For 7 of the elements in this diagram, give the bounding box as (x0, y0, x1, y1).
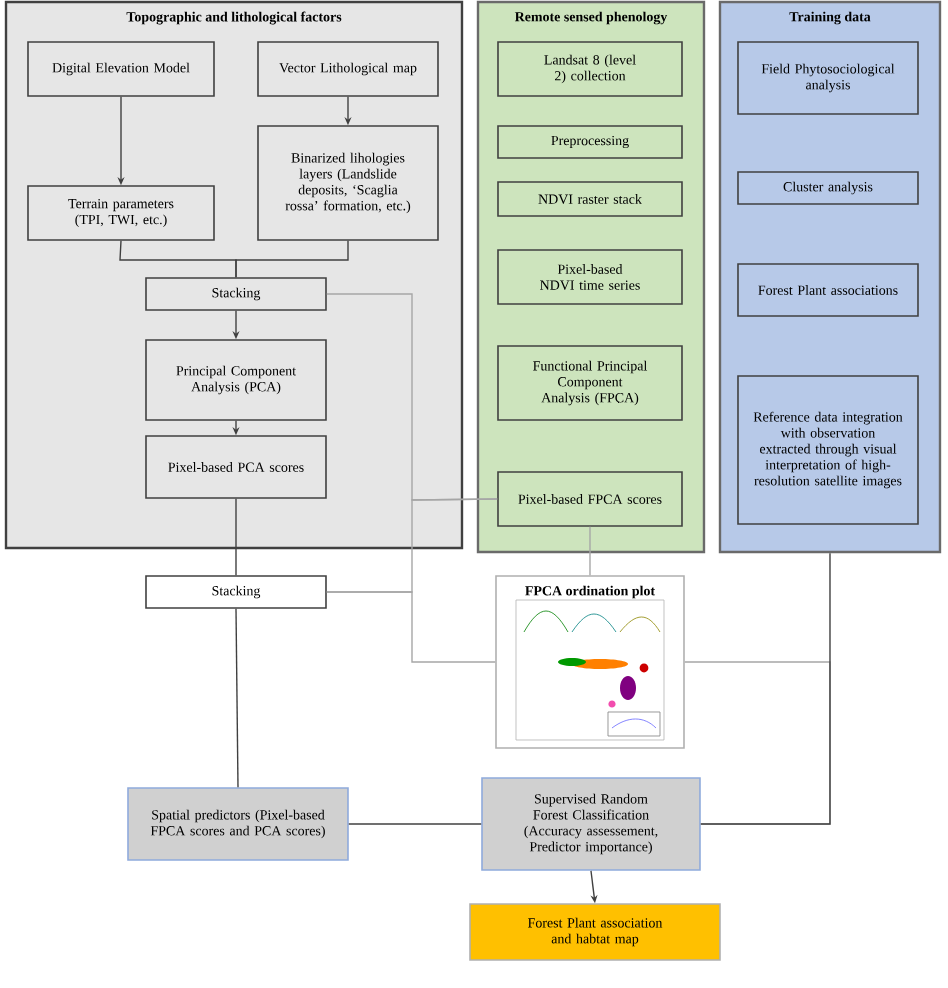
connector-line (326, 591, 496, 663)
connector-line (348, 823, 482, 825)
connector-line (589, 526, 591, 576)
connector-line (235, 498, 237, 576)
connector-line (235, 240, 349, 278)
connector-line (700, 552, 831, 825)
connector-line (235, 608, 239, 788)
